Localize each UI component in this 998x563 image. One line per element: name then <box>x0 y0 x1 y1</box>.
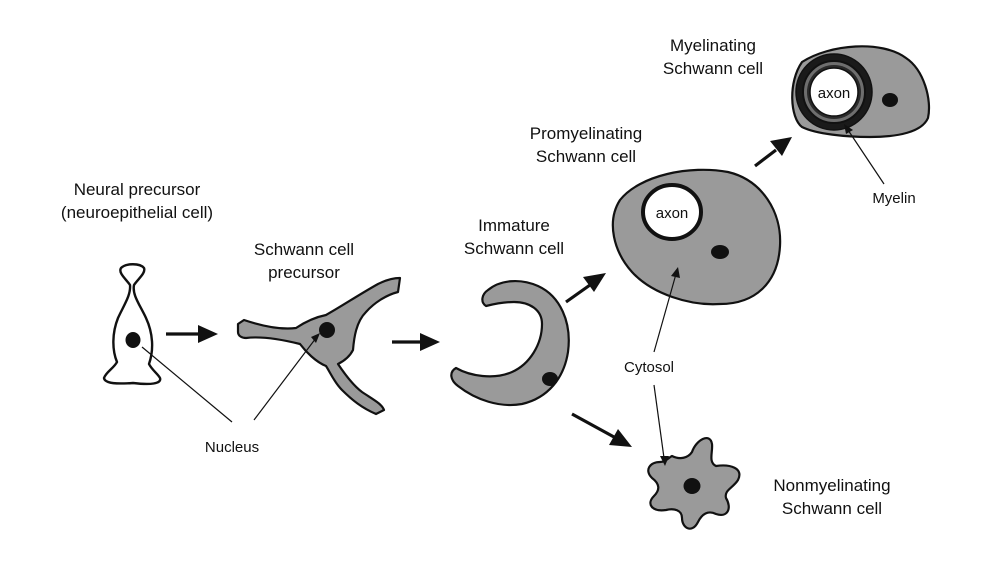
arrow-immature-to-nonmyelinating <box>571 412 632 447</box>
myelinating-nucleus <box>882 93 898 107</box>
nonmyelinating-nucleus <box>683 478 701 494</box>
immature-schwann-cell <box>450 280 570 407</box>
nucleus-label: Nucleus <box>205 439 259 456</box>
cytosol-leader-nonmyelinating-head <box>660 456 669 466</box>
nucleus-leader-precursor <box>253 337 317 421</box>
neural-precursor-nucleus <box>125 332 141 348</box>
nonmyelinating-label-line-2: Schwann cell <box>782 499 882 518</box>
promyelinating-body <box>611 168 782 306</box>
myelin-leader-head <box>844 124 853 134</box>
promyelinating-label-line-1: Promyelinating <box>530 124 642 143</box>
arrow-immature-to-promyelinating <box>565 273 606 304</box>
schwann-cell-precursor-cell <box>236 276 402 416</box>
myelinating-label-line-2: Schwann cell <box>663 59 763 78</box>
nonmyelinating-schwann-cell <box>647 437 741 530</box>
nucleus-leader-neural <box>141 346 233 423</box>
cytosol-leader-nonmyelinating <box>653 384 665 459</box>
myelin-label: Myelin <box>872 190 915 207</box>
promyelinating-nucleus <box>711 245 729 259</box>
promyelinating-schwann-cell <box>611 168 782 306</box>
myelinating-axon <box>809 67 859 117</box>
neural-precursor-label-line-2: (neuroepithelial cell) <box>61 203 213 222</box>
arrow-precursor-to-immature <box>392 333 440 351</box>
cytosol-leader-promyelinating-head <box>671 267 680 278</box>
schwann-precursor-label-line-1: Schwann cell <box>254 240 354 259</box>
schwann-precursor-nucleus <box>319 322 335 338</box>
axon-label-myelinating: axon <box>818 85 851 102</box>
immature-label-line-2: Schwann cell <box>464 239 564 258</box>
nucleus-leader-precursor-head <box>311 333 320 343</box>
neural-precursor-cell <box>102 263 162 386</box>
immature-schwann-body <box>450 280 570 407</box>
promyelinating-label-line-2: Schwann cell <box>536 147 636 166</box>
myelinating-schwann-cell <box>791 45 931 139</box>
myelinating-label-line-1: Myelinating <box>670 36 756 55</box>
arrow-promyelinating-to-myelinating <box>754 137 792 168</box>
cytosol-leader-promyelinating <box>653 273 677 353</box>
cytosol-label: Cytosol <box>624 359 674 376</box>
myelin-leader <box>847 129 885 185</box>
neural-precursor-label-line-1: Neural precursor <box>74 180 201 199</box>
nonmyelinating-label-line-1: Nonmyelinating <box>773 476 890 495</box>
neural-precursor-body <box>102 263 162 386</box>
immature-schwann-nucleus <box>542 372 558 386</box>
axon-label-promyelinating: axon <box>656 205 689 222</box>
schwann-precursor-body <box>236 276 402 416</box>
promyelinating-axon <box>641 183 703 241</box>
arrow-neural-to-precursor <box>166 325 218 343</box>
immature-label-line-1: Immature <box>478 216 550 235</box>
schwann-precursor-label-line-2: precursor <box>268 263 340 282</box>
